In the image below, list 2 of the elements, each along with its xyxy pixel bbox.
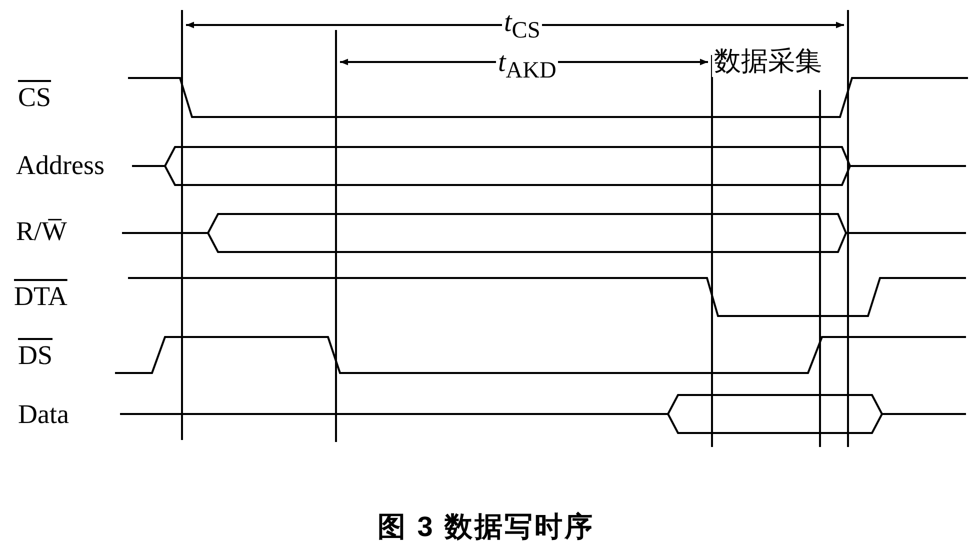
figure-caption: 图 3 数据写时序: [376, 510, 596, 544]
phase-label: 数据采集: [712, 47, 824, 77]
